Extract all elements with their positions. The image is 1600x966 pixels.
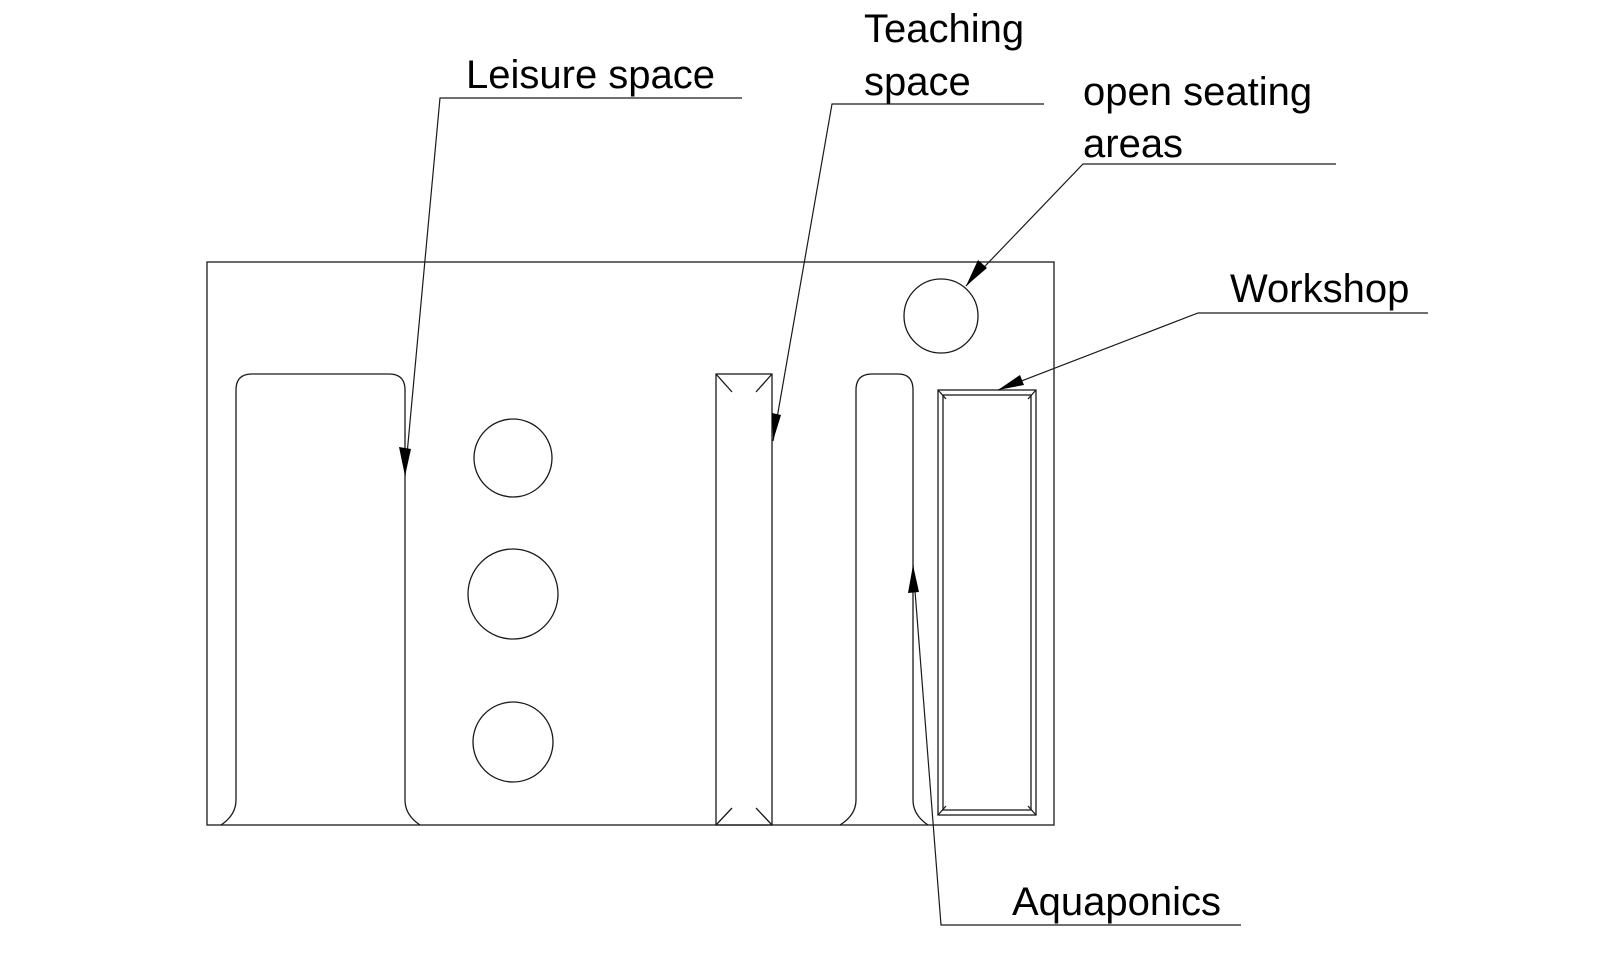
open-seating-circle [903,278,979,354]
aquaponics-leader [908,564,1241,926]
open-seating-arrowhead [966,260,987,286]
teaching-space-label-line2: space [864,60,971,104]
open-seating-label-line1: open seating [1083,70,1312,114]
workshop-label: Workshop [1230,267,1409,311]
open-seating-leader [965,163,1336,287]
open-seating-label-line2: areas [1083,122,1183,166]
workshop-corner-marks [937,389,1037,816]
round-table-1 [473,418,553,498]
workshop-arrowhead [998,375,1024,390]
teaching-space-label-line1: Teaching [864,7,1024,51]
teaching-space-leader [772,103,1044,442]
round-table-3 [472,701,554,783]
round-table-2 [467,548,559,640]
teaching-space-block [715,373,773,826]
aquaponics-bay [839,373,929,826]
building-outline [206,261,1055,826]
aquaponics-arrowhead [908,565,919,593]
teaching-space-arrowhead [772,413,781,441]
workshop-outer [937,389,1037,816]
leisure-space-arrowhead [399,447,411,476]
leisure-space-bay [220,373,421,826]
workshop-inner [942,394,1032,811]
aquaponics-label: Aquaponics [1012,880,1221,924]
teaching-space-corner-marks [715,373,773,826]
leisure-space-label: Leisure space [466,53,715,97]
workshop-leader [997,312,1428,391]
leisure-space-leader [399,97,742,477]
